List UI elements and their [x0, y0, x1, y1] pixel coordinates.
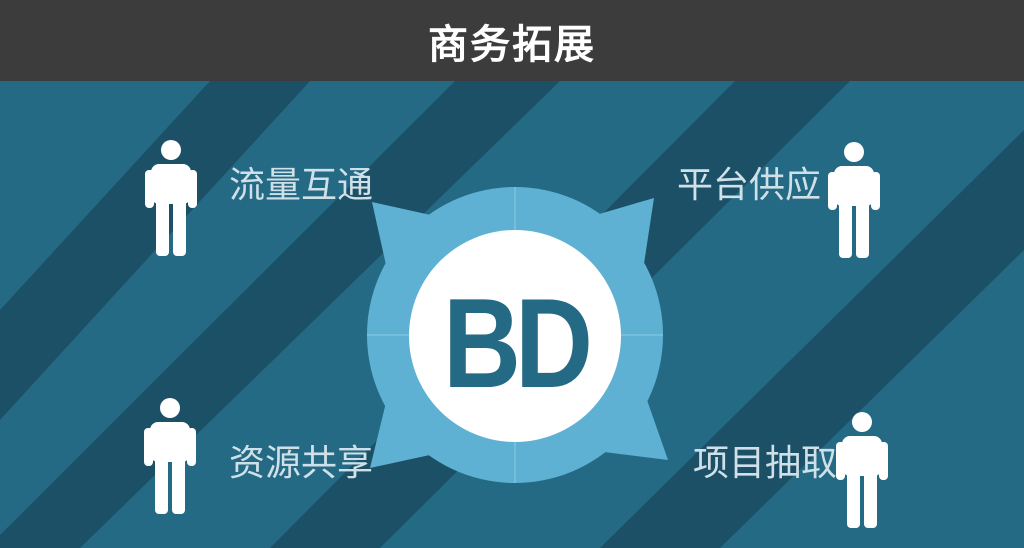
label-platform-supply: 平台供应 [677, 165, 822, 206]
label-project-extraction: 项目抽取 [693, 443, 838, 484]
label-traffic-exchange: 流量互通 [229, 165, 374, 206]
header-bar: 商务拓展 [0, 0, 1024, 81]
person-icon [836, 412, 888, 528]
label-resource-sharing: 资源共享 [229, 443, 374, 484]
person-icon [828, 142, 880, 258]
center-circle [409, 230, 621, 442]
person-icon [145, 140, 197, 256]
person-icon [144, 398, 196, 514]
center-label: BD [443, 270, 593, 414]
ring-dividers [367, 187, 663, 483]
page-title: 商务拓展 [428, 21, 596, 68]
